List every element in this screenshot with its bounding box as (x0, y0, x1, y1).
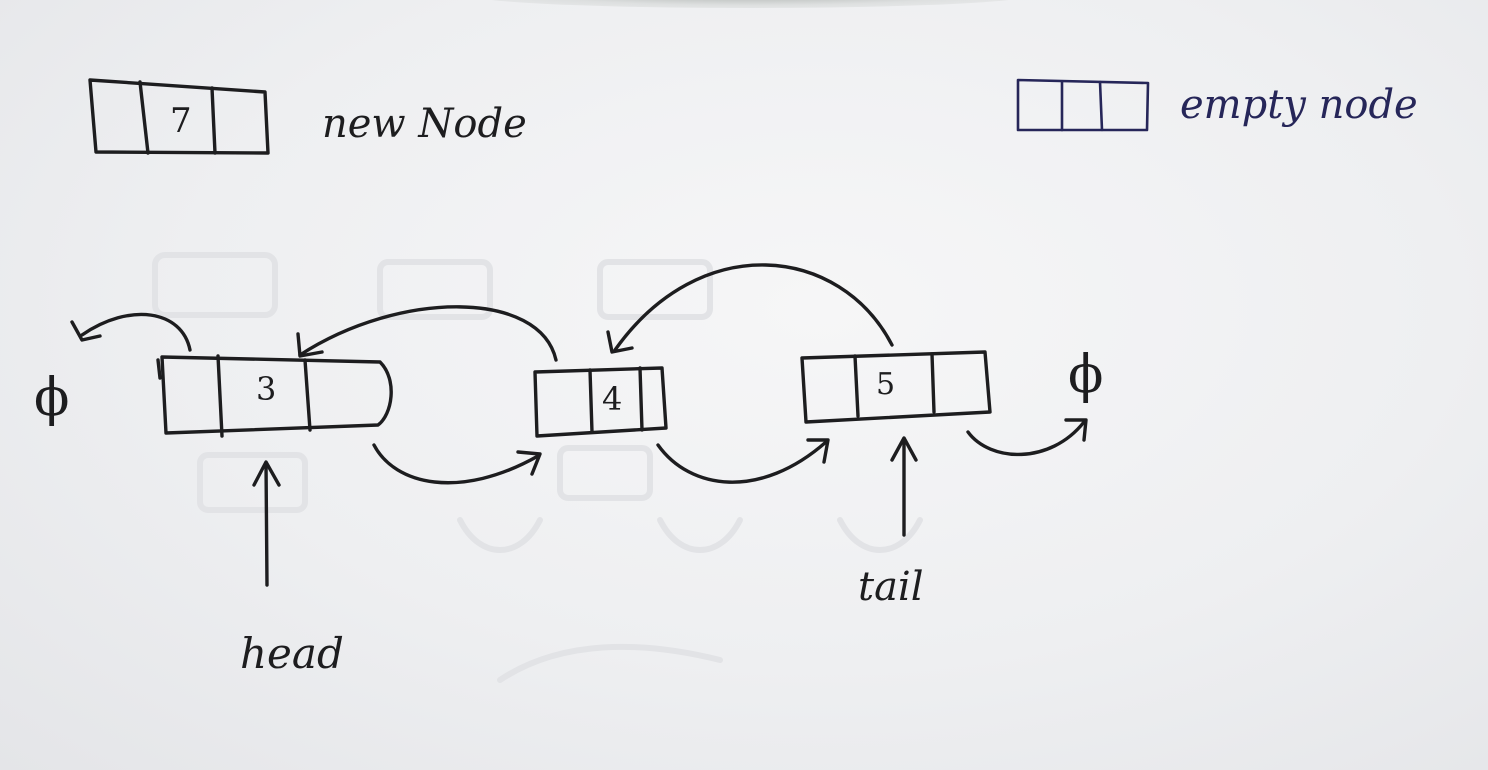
empty-node-box (1016, 78, 1150, 132)
null-left-symbol: ϕ (34, 368, 69, 428)
list-node-1: 3 (156, 354, 393, 438)
next-arrow-node1-to-node2 (372, 443, 542, 485)
tail-label: tail (858, 564, 924, 610)
prev-arrow-node1-to-null (70, 312, 192, 352)
list-node-2: 4 (533, 366, 668, 438)
null-right-symbol: ϕ (1068, 345, 1103, 405)
next-arrow-node3-to-null (966, 418, 1088, 457)
new-node-box (88, 78, 270, 155)
head-label: head (240, 629, 344, 678)
node-3-box (800, 350, 992, 424)
list-node-3: 5 (800, 350, 992, 424)
node-1-box (156, 354, 393, 438)
next-arrow-node2-to-node3 (656, 438, 830, 484)
new-node-value: 7 (170, 101, 192, 141)
new-node-label: new Node (322, 101, 527, 147)
prev-arrow-node2-to-node1 (296, 305, 558, 362)
top-shadow (470, 0, 1030, 8)
empty-node-label: empty node (1180, 82, 1418, 128)
head-pointer (252, 460, 281, 587)
node-2-box (533, 366, 668, 438)
legend-new-node: 7 new Node (88, 78, 527, 155)
tail-pointer (890, 436, 918, 537)
node-2-value: 4 (602, 380, 622, 418)
node-1-value: 3 (256, 370, 276, 408)
node-3-value: 5 (876, 367, 895, 402)
legend-empty-node: empty node (1016, 78, 1418, 132)
prev-arrow-node3-to-node2 (606, 263, 894, 354)
ghost-impressions (152, 252, 923, 683)
